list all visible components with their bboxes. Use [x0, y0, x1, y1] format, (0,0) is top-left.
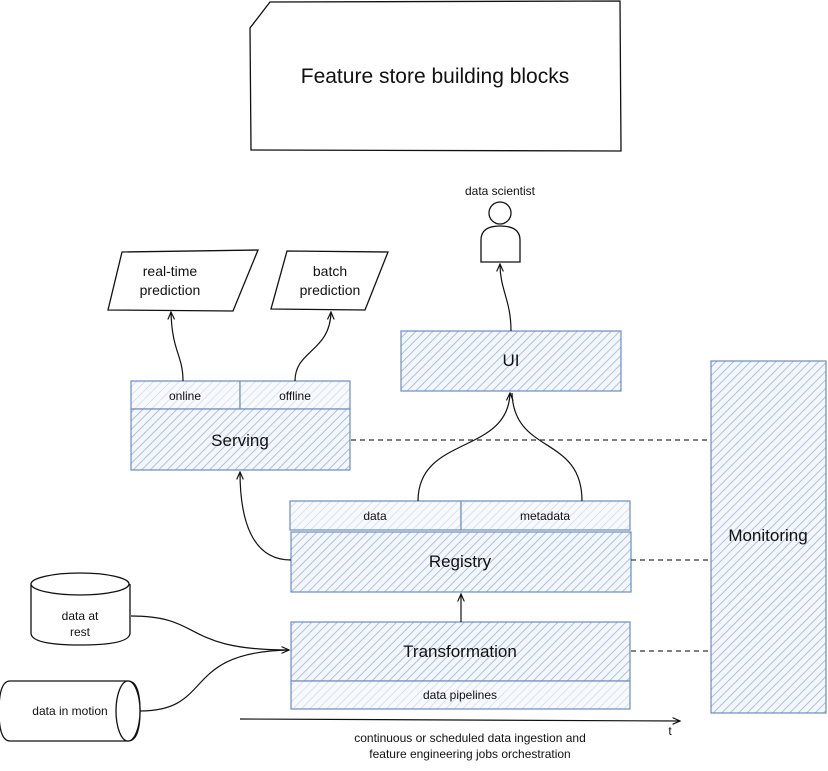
realtime-prediction-line2: prediction [140, 282, 201, 298]
serving-block: online offline Serving [130, 380, 351, 471]
batch-prediction-line2: prediction [300, 282, 361, 298]
ui-label: UI [503, 351, 520, 370]
monitoring-block: Monitoring [710, 360, 827, 714]
serving-box [130, 408, 351, 471]
edge-registry-to-serving [240, 472, 292, 561]
title-card: Feature store building blocks [249, 0, 622, 152]
connectors [130, 264, 711, 712]
data-at-rest-cylinder-top [30, 572, 130, 596]
registry-block: data metadata Registry [289, 500, 632, 593]
actor-head-icon [488, 201, 512, 225]
data-pipelines-box [290, 680, 631, 710]
ui-block: UI [400, 330, 622, 392]
registry-data-box [289, 500, 462, 531]
timeline-caption-line1: continuous or scheduled data ingestion a… [354, 731, 586, 745]
timeline: t continuous or scheduled data ingestion… [239, 719, 680, 761]
edge-in-motion-to-transformation [139, 649, 290, 712]
data-scientist-actor: data scientist [465, 184, 536, 263]
edge-at-rest-to-transformation [130, 615, 289, 650]
serving-offline-label: offline [279, 389, 311, 403]
data-in-motion-label: data in motion [32, 704, 107, 718]
timeline-caption-line2: feature engineering jobs orchestration [369, 747, 570, 761]
batch-prediction-shape [270, 250, 389, 311]
serving-online-label: online [169, 389, 201, 403]
data-at-rest-source: data at rest [30, 572, 131, 646]
realtime-prediction-line1: real-time [143, 263, 198, 279]
serving-label: Serving [211, 431, 269, 450]
data-at-rest-cylinder-body [30, 584, 131, 646]
data-at-rest-line2: rest [70, 625, 91, 639]
realtime-prediction-shape [107, 249, 259, 312]
data-in-motion-source: data in motion [0, 680, 141, 742]
batch-prediction-line1: batch [313, 263, 347, 279]
title-card-shape [249, 0, 622, 152]
transformation-label: Transformation [403, 642, 517, 661]
data-pipelines-label: data pipelines [423, 688, 497, 702]
data-in-motion-cylinder-end [115, 680, 141, 742]
batch-prediction-output: batch prediction [270, 250, 389, 311]
registry-metadata-label: metadata [520, 509, 570, 523]
monitoring-label: Monitoring [728, 526, 807, 545]
realtime-prediction-output: real-time prediction [107, 249, 259, 312]
actor-body-icon [480, 225, 521, 263]
data-scientist-label: data scientist [465, 184, 536, 198]
ui-box [400, 330, 622, 392]
title-text: Feature store building blocks [301, 65, 569, 88]
timeline-axis [239, 719, 680, 721]
registry-data-label: data [363, 509, 387, 523]
transformation-block: Transformation data pipelines [290, 621, 631, 710]
monitoring-box [710, 360, 827, 714]
serving-offline-box [239, 380, 351, 410]
timeline-axis-label: t [668, 724, 672, 738]
transformation-box [290, 621, 631, 682]
data-at-rest-line1: data at [62, 609, 99, 623]
registry-label: Registry [429, 552, 492, 571]
edge-metadata-to-ui [511, 392, 583, 502]
edge-online-to-realtime [171, 312, 184, 382]
edge-data-to-ui [417, 393, 510, 502]
registry-metadata-box [460, 500, 631, 531]
edge-offline-to-batch [294, 312, 331, 382]
edge-ui-to-data-scientist [500, 264, 512, 332]
registry-box [290, 531, 632, 593]
